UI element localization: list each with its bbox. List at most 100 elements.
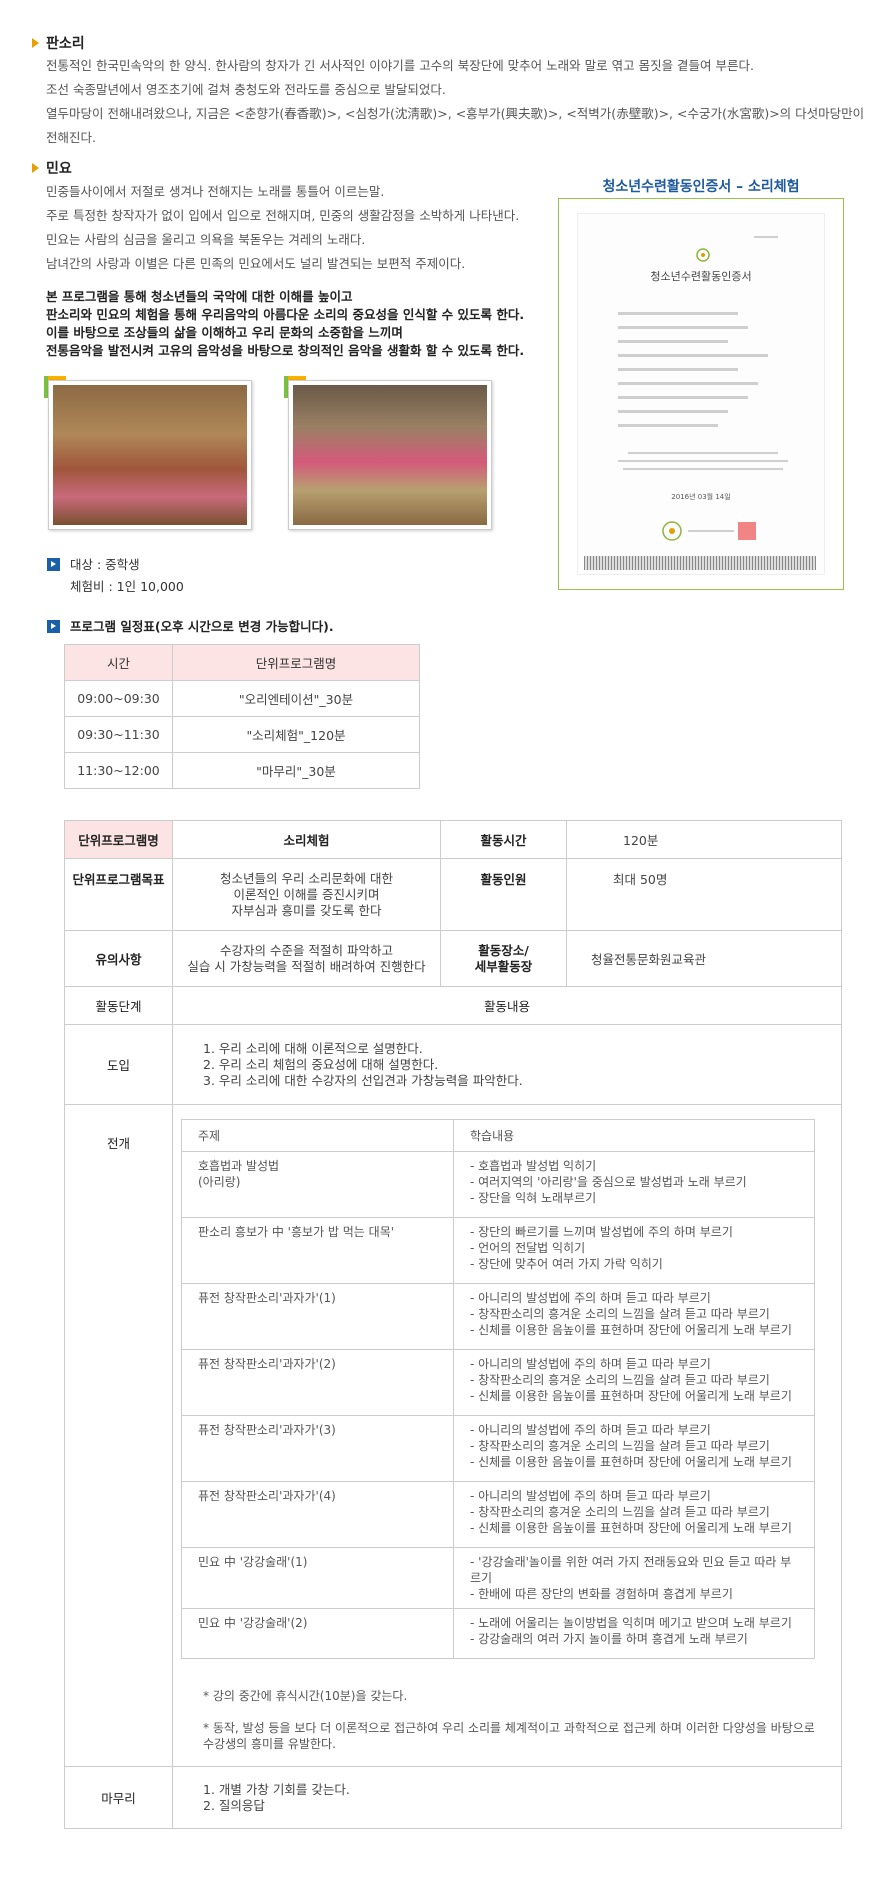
program-name-label: 단위프로그램명 xyxy=(64,820,173,859)
target-label: 대상 : 중학생 xyxy=(70,557,140,572)
dev-learning: - 아니리의 발성법에 주의 하며 듣고 따라 부르기 - 창작판소리의 흥겨운… xyxy=(453,1415,815,1482)
dev-header-topic: 주제 xyxy=(181,1119,454,1152)
minyo-line: 민요는 사람의 심금을 울리고 의욕을 북돋우는 겨레의 노래다. xyxy=(46,232,366,247)
program-detail-table: 단위프로그램명 소리체험 활동시간 120분 단위프로그램목표 청소년들의 우리… xyxy=(64,820,842,1829)
schedule-program: "마무리"_30분 xyxy=(172,752,420,789)
schedule-time: 09:00~09:30 xyxy=(64,680,173,717)
notice-label: 유의사항 xyxy=(64,930,173,987)
wrap-up-content: 1. 개별 가창 기회를 갖는다. 2. 질의응답 xyxy=(172,1766,842,1829)
classroom-photo-2 xyxy=(288,380,492,530)
minyo-line: 남녀간의 사랑과 이별은 다른 민족의 민요에서도 널리 발견되는 보편적 주제… xyxy=(46,256,466,271)
photo-corner-deco-icon xyxy=(284,376,306,398)
dev-learning: - 아니리의 발성법에 주의 하며 듣고 따라 부르기 - 창작판소리의 흥겨운… xyxy=(453,1481,815,1548)
pansori-line: 전해진다. xyxy=(46,130,96,145)
schedule-time: 11:30~12:00 xyxy=(64,752,173,789)
table-row: 민요 中 '강강술래'(1) - '강강술래'놀이를 위한 여러 가지 전래동요… xyxy=(181,1547,815,1609)
people-label: 활동인원 xyxy=(440,858,567,931)
schedule-program: "오리엔테이션"_30분 xyxy=(172,680,420,717)
program-intro-line: 이를 바탕으로 조상들의 삶을 이해하고 우리 문화의 소중함을 느끼며 xyxy=(46,325,403,340)
intro-label: 도입 xyxy=(64,1024,173,1105)
table-row: 판소리 흥보가 中 '흥보가 밥 먹는 대목' - 장단의 빠르기를 느끼며 발… xyxy=(181,1217,815,1284)
dev-label: 전개 xyxy=(64,1104,173,1767)
table-row: 퓨전 창작판소리'과자가'(2) - 아니리의 발성법에 주의 하며 듣고 따라… xyxy=(181,1349,815,1416)
minyo-line: 주로 특정한 창작자가 없이 입에서 입으로 전해지며, 민중의 생활감정을 소… xyxy=(46,208,520,223)
minyo-line: 민중들사이에서 저절로 생겨나 전해지는 노래를 통틀어 이르는말. xyxy=(46,184,385,199)
table-row: 마무리 1. 개별 가창 기회를 갖는다. 2. 질의응답 xyxy=(64,1766,842,1829)
place-label: 활동장소/ 세부활동장 xyxy=(440,930,567,987)
table-row: 단위프로그램목표 청소년들의 우리 소리문화에 대한 이론적인 이해를 증진시키… xyxy=(64,858,842,931)
table-row: 전개 주제 학습내용 호흡법과 발성법 (아리랑) - 호흡법과 발성법 익히기… xyxy=(64,1104,842,1767)
certificate-emblem-icon xyxy=(696,248,710,262)
pansori-title: 판소리 xyxy=(46,36,85,52)
certificate-doc-title: 청소년수련활동인증서 xyxy=(650,270,752,283)
table-row: 단위프로그램명 소리체험 활동시간 120분 xyxy=(64,820,842,859)
pansori-arrow-icon xyxy=(32,38,39,48)
dev-header-row: 주제 학습내용 xyxy=(181,1119,815,1152)
people-value: 최대 50명 xyxy=(566,858,842,931)
certificate-date: 2016년 03월 14일 xyxy=(671,493,731,501)
program-name-value: 소리체험 xyxy=(172,820,441,859)
dev-learning: - 장단의 빠르기를 느끼며 발성법에 주의 하며 부르기 - 언어의 전달법 … xyxy=(453,1217,815,1284)
classroom-photo-2-image xyxy=(293,385,487,525)
program-intro-line: 판소리와 민요의 체험을 통해 우리음악의 아름다운 소리의 중요성을 인식할 … xyxy=(46,307,525,322)
dev-learning: - 노래에 어울리는 놀이방법을 익히며 메기고 받으며 노래 부르기 - 강강… xyxy=(453,1608,815,1659)
dev-learning: - 아니리의 발성법에 주의 하며 듣고 따라 부르기 - 창작판소리의 흥겨운… xyxy=(453,1349,815,1416)
table-row: 유의사항 수강자의 수준을 적절히 파악하고 실습 시 가창능력을 적절히 배려… xyxy=(64,930,842,987)
target-bullet-icon xyxy=(47,558,60,571)
table-row: 민요 中 '강강술래'(2) - 노래에 어울리는 놀이방법을 익히며 메기고 … xyxy=(181,1608,815,1659)
dev-topic: 퓨전 창작판소리'과자가'(3) xyxy=(181,1415,454,1482)
schedule-header-program: 단위프로그램명 xyxy=(172,644,420,681)
pansori-line: 전통적인 한국민속악의 한 양식. 한사람의 창자가 긴 서사적인 이야기를 고… xyxy=(46,58,754,73)
table-row: 도입 1. 우리 소리에 대해 이론적으로 설명한다. 2. 우리 소리 체험의… xyxy=(64,1024,842,1105)
activity-time-value: 120분 xyxy=(566,820,842,859)
dev-learning: - 아니리의 발성법에 주의 하며 듣고 따라 부르기 - 창작판소리의 흥겨운… xyxy=(453,1283,815,1350)
minyo-title: 민요 xyxy=(46,161,72,177)
pansori-line: 열두마당이 전해내려왔으나, 지금은 <춘향가(春香歌)>, <심청가(沈淸歌)… xyxy=(46,106,865,121)
target-fee: 체험비 : 1인 10,000 xyxy=(70,579,184,594)
wrap-up-label: 마무리 xyxy=(64,1766,173,1829)
schedule-title: 프로그램 일정표(오후 시간으로 변경 가능합니다). xyxy=(70,619,334,634)
dev-header-content: 학습내용 xyxy=(453,1119,815,1152)
goal-value: 청소년들의 우리 소리문화에 대한 이론적인 이해를 증진시키며 자부심과 흥미… xyxy=(172,858,441,931)
dev-learning: - 호흡법과 발성법 익히기 - 여러지역의 '아리랑'을 중심으로 발성법과 … xyxy=(453,1151,815,1218)
dev-topic: 퓨전 창작판소리'과자가'(2) xyxy=(181,1349,454,1416)
stage-label: 활동단계 xyxy=(64,986,173,1025)
certificate-caption: 청소년수련활동인증서 – 소리체험 xyxy=(602,179,800,195)
program-intro: 본 프로그램을 통해 청소년들의 국악에 대한 이해를 높이고 판소리와 민요의… xyxy=(46,288,566,360)
dev-topic-table: 주제 학습내용 호흡법과 발성법 (아리랑) - 호흡법과 발성법 익히기 - … xyxy=(181,1119,815,1659)
table-row: 09:00~09:30 "오리엔테이션"_30분 xyxy=(64,680,420,717)
intro-content: 1. 우리 소리에 대해 이론적으로 설명한다. 2. 우리 소리 체험의 중요… xyxy=(172,1024,842,1105)
classroom-photo-1-image xyxy=(53,385,247,525)
dev-topic: 판소리 흥보가 中 '흥보가 밥 먹는 대목' xyxy=(181,1217,454,1284)
schedule-header-row: 시간 단위프로그램명 xyxy=(64,644,420,681)
dev-note-2: * 동작, 발성 등을 보다 더 이론적으로 접근하여 우리 소리를 체계적이고… xyxy=(203,1721,815,1751)
schedule-program: "소리체험"_120분 xyxy=(172,716,420,753)
schedule-bullet-icon xyxy=(47,620,60,633)
table-row: 퓨전 창작판소리'과자가'(1) - 아니리의 발성법에 주의 하며 듣고 따라… xyxy=(181,1283,815,1350)
goal-label: 단위프로그램목표 xyxy=(64,858,173,931)
certificate-frame: 청소년수련활동인증서 2016년 03월 14일 xyxy=(558,198,844,590)
certificate-paper: 청소년수련활동인증서 2016년 03월 14일 xyxy=(577,213,825,575)
dev-note-1: * 강의 중간에 휴식시간(10분)을 갖는다. xyxy=(203,1689,408,1703)
photo-corner-deco-icon xyxy=(44,376,66,398)
schedule-header-time: 시간 xyxy=(64,644,173,681)
table-row: 퓨전 창작판소리'과자가'(3) - 아니리의 발성법에 주의 하며 듣고 따라… xyxy=(181,1415,815,1482)
minyo-text: 민중들사이에서 저절로 생겨나 전해지는 노래를 통틀어 이르는말. 주로 특정… xyxy=(46,180,546,276)
content-label: 활동내용 xyxy=(172,986,842,1025)
dev-content: 주제 학습내용 호흡법과 발성법 (아리랑) - 호흡법과 발성법 익히기 - … xyxy=(172,1104,842,1767)
table-row: 퓨전 창작판소리'과자가'(4) - 아니리의 발성법에 주의 하며 듣고 따라… xyxy=(181,1481,815,1548)
minyo-arrow-icon xyxy=(32,163,39,173)
dev-topic: 민요 中 '강강술래'(1) xyxy=(181,1547,454,1609)
schedule-time: 09:30~11:30 xyxy=(64,716,173,753)
program-intro-line: 전통음악을 발전시켜 고유의 음악성을 바탕으로 창의적인 음악을 생활화 할 … xyxy=(46,343,525,358)
table-row: 11:30~12:00 "마무리"_30분 xyxy=(64,752,420,789)
dev-topic: 민요 中 '강강술래'(2) xyxy=(181,1608,454,1659)
pansori-text: 전통적인 한국민속악의 한 양식. 한사람의 창자가 긴 서사적인 이야기를 고… xyxy=(46,54,866,150)
classroom-photo-1 xyxy=(48,380,252,530)
notice-value: 수강자의 수준을 적절히 파악하고 실습 시 가창능력을 적절히 배려하여 진행… xyxy=(172,930,441,987)
pansori-line: 조선 숙종말년에서 영조초기에 걸쳐 충청도와 전라도를 중심으로 발달되었다. xyxy=(46,82,446,97)
table-row: 활동단계 활동내용 xyxy=(64,986,842,1025)
dev-learning: - '강강술래'놀이를 위한 여러 가지 전래동요와 민요 듣고 따라 부르기 … xyxy=(453,1547,815,1609)
dev-topic: 퓨전 창작판소리'과자가'(4) xyxy=(181,1481,454,1548)
certificate-stamp xyxy=(738,522,756,540)
